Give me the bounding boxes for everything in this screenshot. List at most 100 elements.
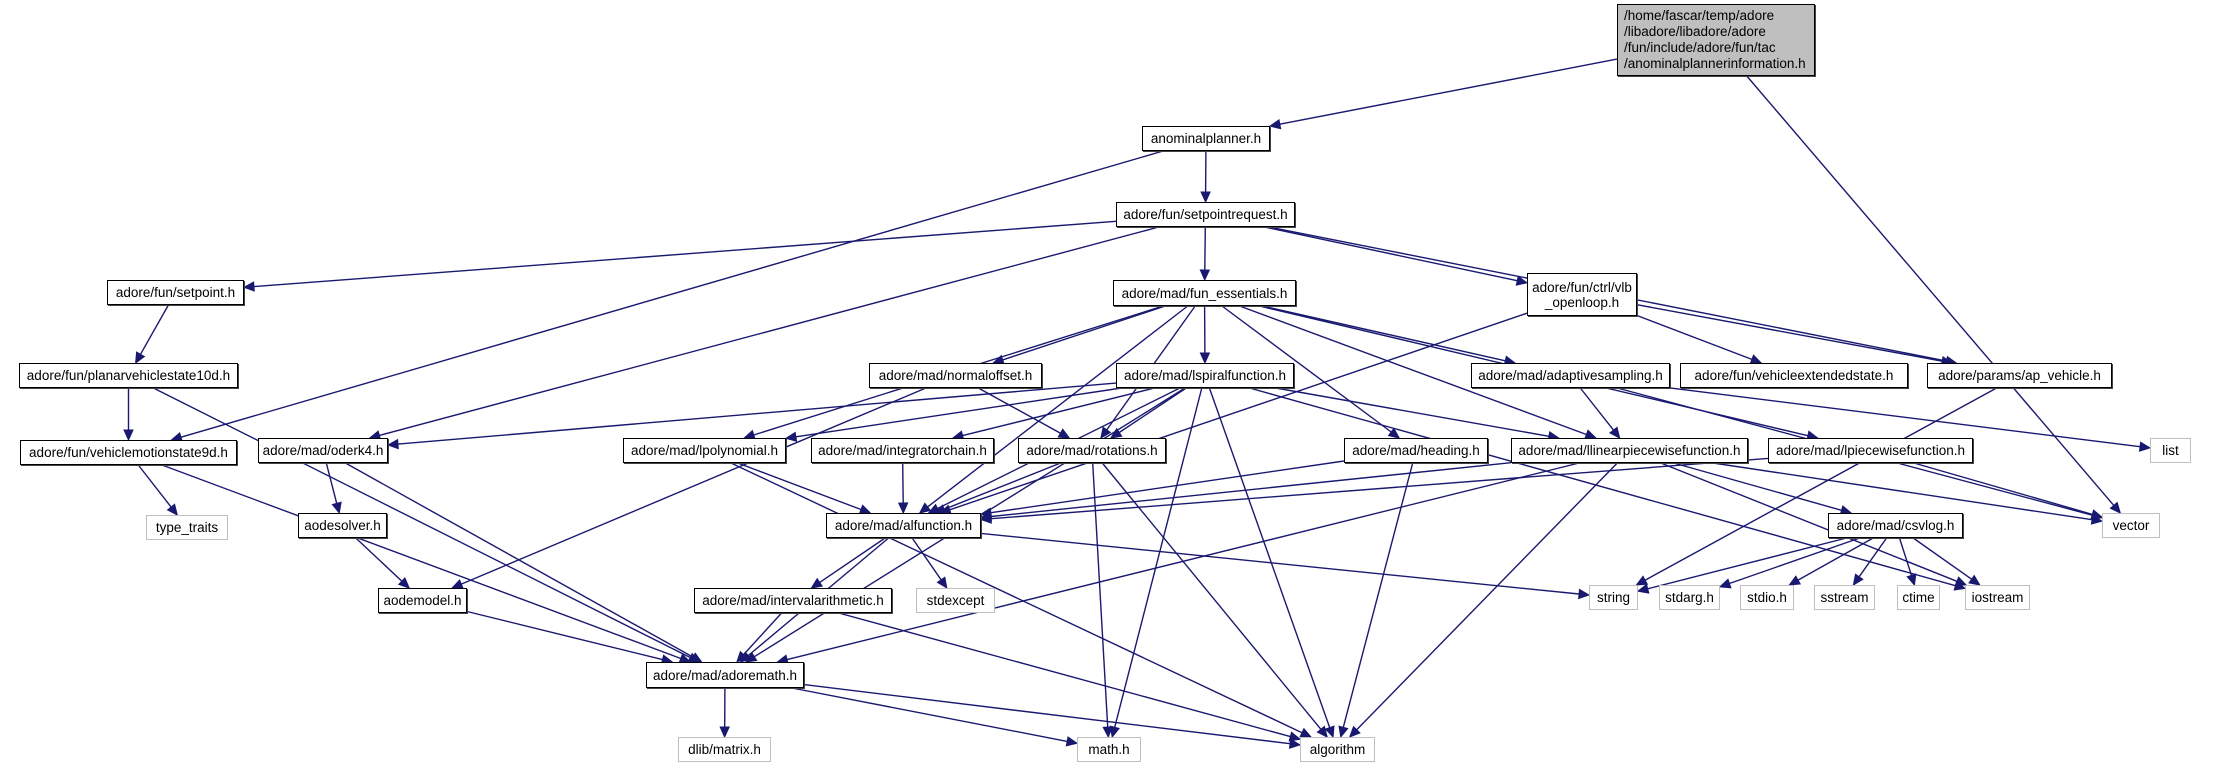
edge-csvlog-to-iostream (1912, 537, 1973, 580)
edge-setpointrequest-to-setpoint (253, 220, 1117, 288)
arrowhead-csvlog-to-string (1636, 583, 1650, 594)
arrowhead-ap_vehicle-to-string (1635, 575, 1649, 586)
node-vehicleextendedstate[interactable]: adore/fun/vehicleextendedstate.h (1680, 363, 1908, 388)
arrowhead-csvlog-to-iostream (1968, 574, 1981, 586)
edge-anominalplanner-to-motion9d (180, 150, 1164, 438)
edge-motion9d-to-adoremath (161, 464, 682, 660)
edge-interval-to-algorithm (838, 612, 1291, 738)
edge-lspiral-to-llinear (1275, 387, 1550, 437)
edge-oderk4-to-adoremath (345, 462, 694, 658)
arrowhead-anominalplanner-to-setpointrequest (1200, 191, 1211, 204)
node-fun-essentials[interactable]: adore/mad/fun_essentials.h (1113, 280, 1296, 306)
edge-root-to-vector (1746, 75, 2115, 506)
arrowhead-lspiral-to-oderk4 (386, 438, 399, 450)
node-vlb-openloop[interactable]: adore/fun/ctrl/vlb _openloop.h (1527, 273, 1637, 316)
arrowhead-adoremath-to-math (1065, 736, 1079, 747)
arrowhead-normaloffset-to-rotations (1057, 428, 1071, 439)
arrowhead-root-to-vector (2109, 501, 2122, 514)
node-adaptivesampling[interactable]: adore/mad/adaptivesampling.h (1471, 363, 1670, 388)
arrowhead-adoremath-to-dlib (719, 726, 730, 739)
node-stdarg: stdarg.h (1659, 585, 1720, 610)
node-ap-vehicle[interactable]: adore/params/ap_vehicle.h (1927, 363, 2112, 388)
node-vehiclemotionstate9d[interactable]: adore/fun/vehiclemotionstate9d.h (20, 440, 237, 465)
edge-lspiral-to-lpolynomial (795, 387, 1122, 438)
node-aodesolver[interactable]: aodesolver.h (298, 513, 387, 538)
edge-llinear-to-vector (1712, 462, 2093, 521)
edge-vlb-to-ap_vehicle (1636, 304, 1943, 362)
arrowhead-interval-to-adoremath (736, 650, 748, 663)
node-normaloffset[interactable]: adore/mad/normaloffset.h (869, 363, 1042, 388)
arrowhead-rotations-to-math (1102, 726, 1113, 739)
node-heading[interactable]: adore/mad/heading.h (1344, 438, 1488, 463)
edge-csvlog-to-sstream (1858, 537, 1888, 578)
edge-csvlog-to-stdarg (1729, 537, 1860, 585)
edge-interval-to-adoremath (743, 612, 783, 656)
edge-normaloffset-to-aodemodel (461, 387, 927, 585)
edge-lspiral-to-iostream (1249, 387, 1956, 587)
edge-fun_essentials-to-heading (1221, 305, 1392, 433)
node-planarvehiclestate10d[interactable]: adore/fun/planarvehiclestate10d.h (19, 363, 238, 388)
edge-lpolynomial-to-alfunction (737, 462, 862, 511)
node-oderk4[interactable]: adore/mad/oderk4.h (258, 438, 388, 463)
node-llinearpiecewisefunction[interactable]: adore/mad/llinearpiecewisefunction.h (1511, 438, 1748, 463)
node-vector: vector (2102, 513, 2160, 538)
node-stdexcept: stdexcept (916, 588, 995, 613)
arrowhead-setpoint-to-planar10d (135, 351, 146, 365)
edge-integratorchain-to-alfunction (902, 462, 904, 504)
arrowhead-lpiecewise-to-alfunction (979, 513, 992, 524)
node-csvlog[interactable]: adore/mad/csvlog.h (1828, 513, 1963, 538)
arrowhead-heading-to-algorithm (1338, 725, 1349, 739)
arrowhead-motion9d-to-type_traits (166, 503, 179, 516)
edge-rotations-to-math (1092, 462, 1109, 728)
edge-setpoint-to-planar10d (139, 304, 170, 355)
node-aodemodel[interactable]: aodemodel.h (378, 588, 467, 613)
arrowhead-aodesolver-to-aodemodel (397, 576, 411, 589)
arrowhead-fun_essentials-to-lspiral (1199, 352, 1211, 365)
edge-fun_essentials-to-llinear (1239, 305, 1587, 436)
node-adoremath[interactable]: adore/mad/adoremath.h (646, 662, 804, 688)
edge-fun_essentials-to-normaloffset (1002, 305, 1166, 361)
edge-root-to-anominalplanner (1279, 58, 1618, 125)
arrowhead-root-to-anominalplanner (1268, 118, 1282, 130)
arrowhead-csvlog-to-sstream (1852, 573, 1864, 587)
edge-adoremath-to-algorithm (803, 683, 1291, 745)
edge-lpiecewise-to-vector (1913, 462, 2093, 516)
arrowhead-adaptivesampling-to-list (2138, 441, 2152, 452)
arrowhead-setpointrequest-to-fun_essentials (1199, 269, 1211, 282)
node-intervalarithmetic[interactable]: adore/mad/intervalarithmetic.h (694, 588, 892, 613)
node-lpiecewisefunction[interactable]: adore/mad/lpiecewisefunction.h (1768, 438, 1973, 463)
arrowhead-adoremath-to-algorithm (1288, 738, 1302, 749)
edge-vlb-to-alfunction (949, 312, 1528, 511)
edge-heading-to-alfunction (990, 460, 1345, 514)
arrowhead-lspiral-to-rotations (1109, 427, 1123, 439)
node-ctime: ctime (1897, 585, 1940, 610)
node-root-file[interactable]: /home/fascar/temp/adore /libadore/libado… (1617, 4, 1815, 76)
node-lspiralfunction[interactable]: adore/mad/lspiralfunction.h (1116, 363, 1294, 388)
node-lpolynomial[interactable]: adore/mad/lpolynomial.h (623, 438, 786, 463)
node-setpoint[interactable]: adore/fun/setpoint.h (107, 280, 244, 305)
arrowhead-alfunction-to-stdexcept (936, 576, 948, 590)
arrowhead-lspiral-to-algorithm (1324, 725, 1335, 739)
edge-alfunction-to-stdexcept (911, 537, 942, 581)
edge-aodesolver-to-aodemodel (355, 537, 403, 582)
edge-csvlog-to-string (1647, 537, 1847, 590)
node-setpointrequest[interactable]: adore/fun/setpointrequest.h (1116, 202, 1295, 227)
node-integratorchain[interactable]: adore/mad/integratorchain.h (811, 438, 994, 463)
node-rotations[interactable]: adore/mad/rotations.h (1018, 438, 1166, 463)
edge-setpointrequest-to-oderk4 (379, 226, 1159, 437)
edge-adaptivesampling-to-list (1669, 387, 2141, 448)
node-dlib-matrix: dlib/matrix.h (678, 737, 771, 762)
arrowhead-fun_essentials-to-heading (1387, 427, 1401, 439)
node-anominalplanner[interactable]: anominalplanner.h (1142, 126, 1270, 151)
node-string: string (1589, 585, 1638, 610)
edge-setpointrequest-to-fun_essentials (1204, 226, 1206, 271)
arrowhead-integratorchain-to-alfunction (897, 502, 909, 515)
arrowhead-llinear-to-algorithm (1348, 725, 1361, 738)
edge-lspiral-to-oderk4 (397, 382, 1117, 445)
edge-lspiral-to-rotations (1118, 387, 1187, 434)
arrowhead-csvlog-to-stdarg (1718, 578, 1732, 589)
node-stdio: stdio.h (1740, 585, 1794, 610)
edge-setpointrequest-to-vlb (1264, 226, 1518, 282)
edge-heading-to-algorithm (1342, 462, 1414, 728)
node-alfunction[interactable]: adore/mad/alfunction.h (826, 513, 981, 538)
